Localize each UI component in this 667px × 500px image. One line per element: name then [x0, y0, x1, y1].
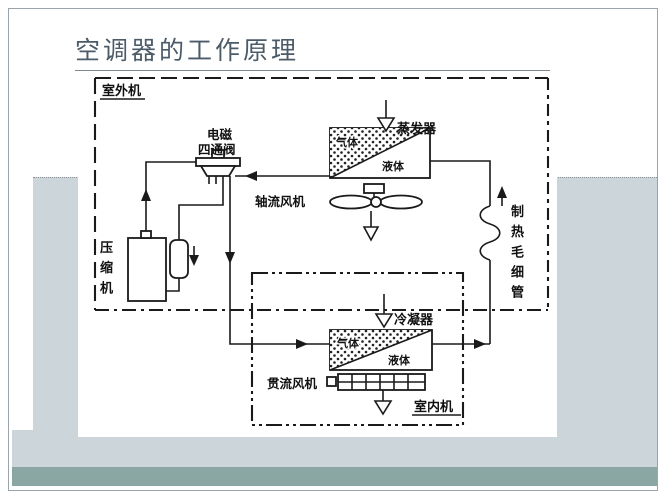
- compressor-label: 压缩机: [100, 240, 113, 295]
- capillary-coil: [479, 205, 501, 261]
- condenser-symbol: [329, 329, 433, 371]
- airflow-arrow-fan-bottom: [362, 211, 380, 242]
- slide-title: 空调器的工作原理: [75, 38, 300, 65]
- condenser-label: 冷凝器: [394, 312, 434, 327]
- flow-arrow-up-compressor: [141, 189, 151, 201]
- presentation-slide: 空调器的工作原理 室外机: [8, 8, 658, 491]
- capillary-flow-arrow-up: [497, 186, 507, 206]
- title-divider-line: [75, 70, 550, 71]
- accumulator-symbol: [169, 239, 189, 279]
- flow-arrow-right-out-condenser: [474, 339, 486, 349]
- airflow-arrow-evaporator-top: [376, 100, 396, 133]
- capillary-label: 制热毛细管: [511, 204, 524, 300]
- outdoor-unit-box: [93, 76, 550, 312]
- crossflow-fan-grille: [326, 373, 426, 391]
- indoor-unit-box: [250, 271, 465, 427]
- valve-label-line1: 电磁: [207, 127, 233, 142]
- four-way-valve-symbol: [195, 149, 241, 184]
- ac-principle-diagram: 室外机 室内机: [78, 72, 557, 437]
- airflow-arrow-grille-bottom: [373, 390, 393, 416]
- crossflow-fan-label: 贯流风机: [267, 376, 318, 391]
- refrigerant-pipes: [145, 160, 491, 345]
- evaporator-symbol: [329, 127, 431, 179]
- flow-arrow-down-accumulator: [189, 246, 199, 266]
- evaporator-label: 蒸发器: [397, 121, 437, 136]
- axial-fan-label: 轴流风机: [255, 194, 306, 209]
- axial-fan-symbol: [329, 183, 423, 210]
- airflow-arrow-condenser-top: [374, 294, 394, 329]
- flow-arrow-down-to-indoor: [225, 252, 235, 264]
- outdoor-unit-label: 室外机: [102, 83, 141, 98]
- flow-arrow-right-into-condenser: [296, 339, 308, 349]
- compressor-symbol: [127, 230, 167, 302]
- background-teal-band: [12, 467, 657, 486]
- valve-label-line2: 四通阀: [198, 142, 236, 157]
- flow-arrow-left-to-valve: [245, 171, 257, 181]
- evaporator-gas-label: 气体: [335, 135, 359, 149]
- condenser-liquid-label: 液体: [388, 353, 411, 367]
- condenser-gas-label: 气体: [336, 336, 360, 350]
- indoor-unit-label: 室内机: [414, 399, 453, 414]
- evaporator-liquid-label: 液体: [382, 159, 405, 173]
